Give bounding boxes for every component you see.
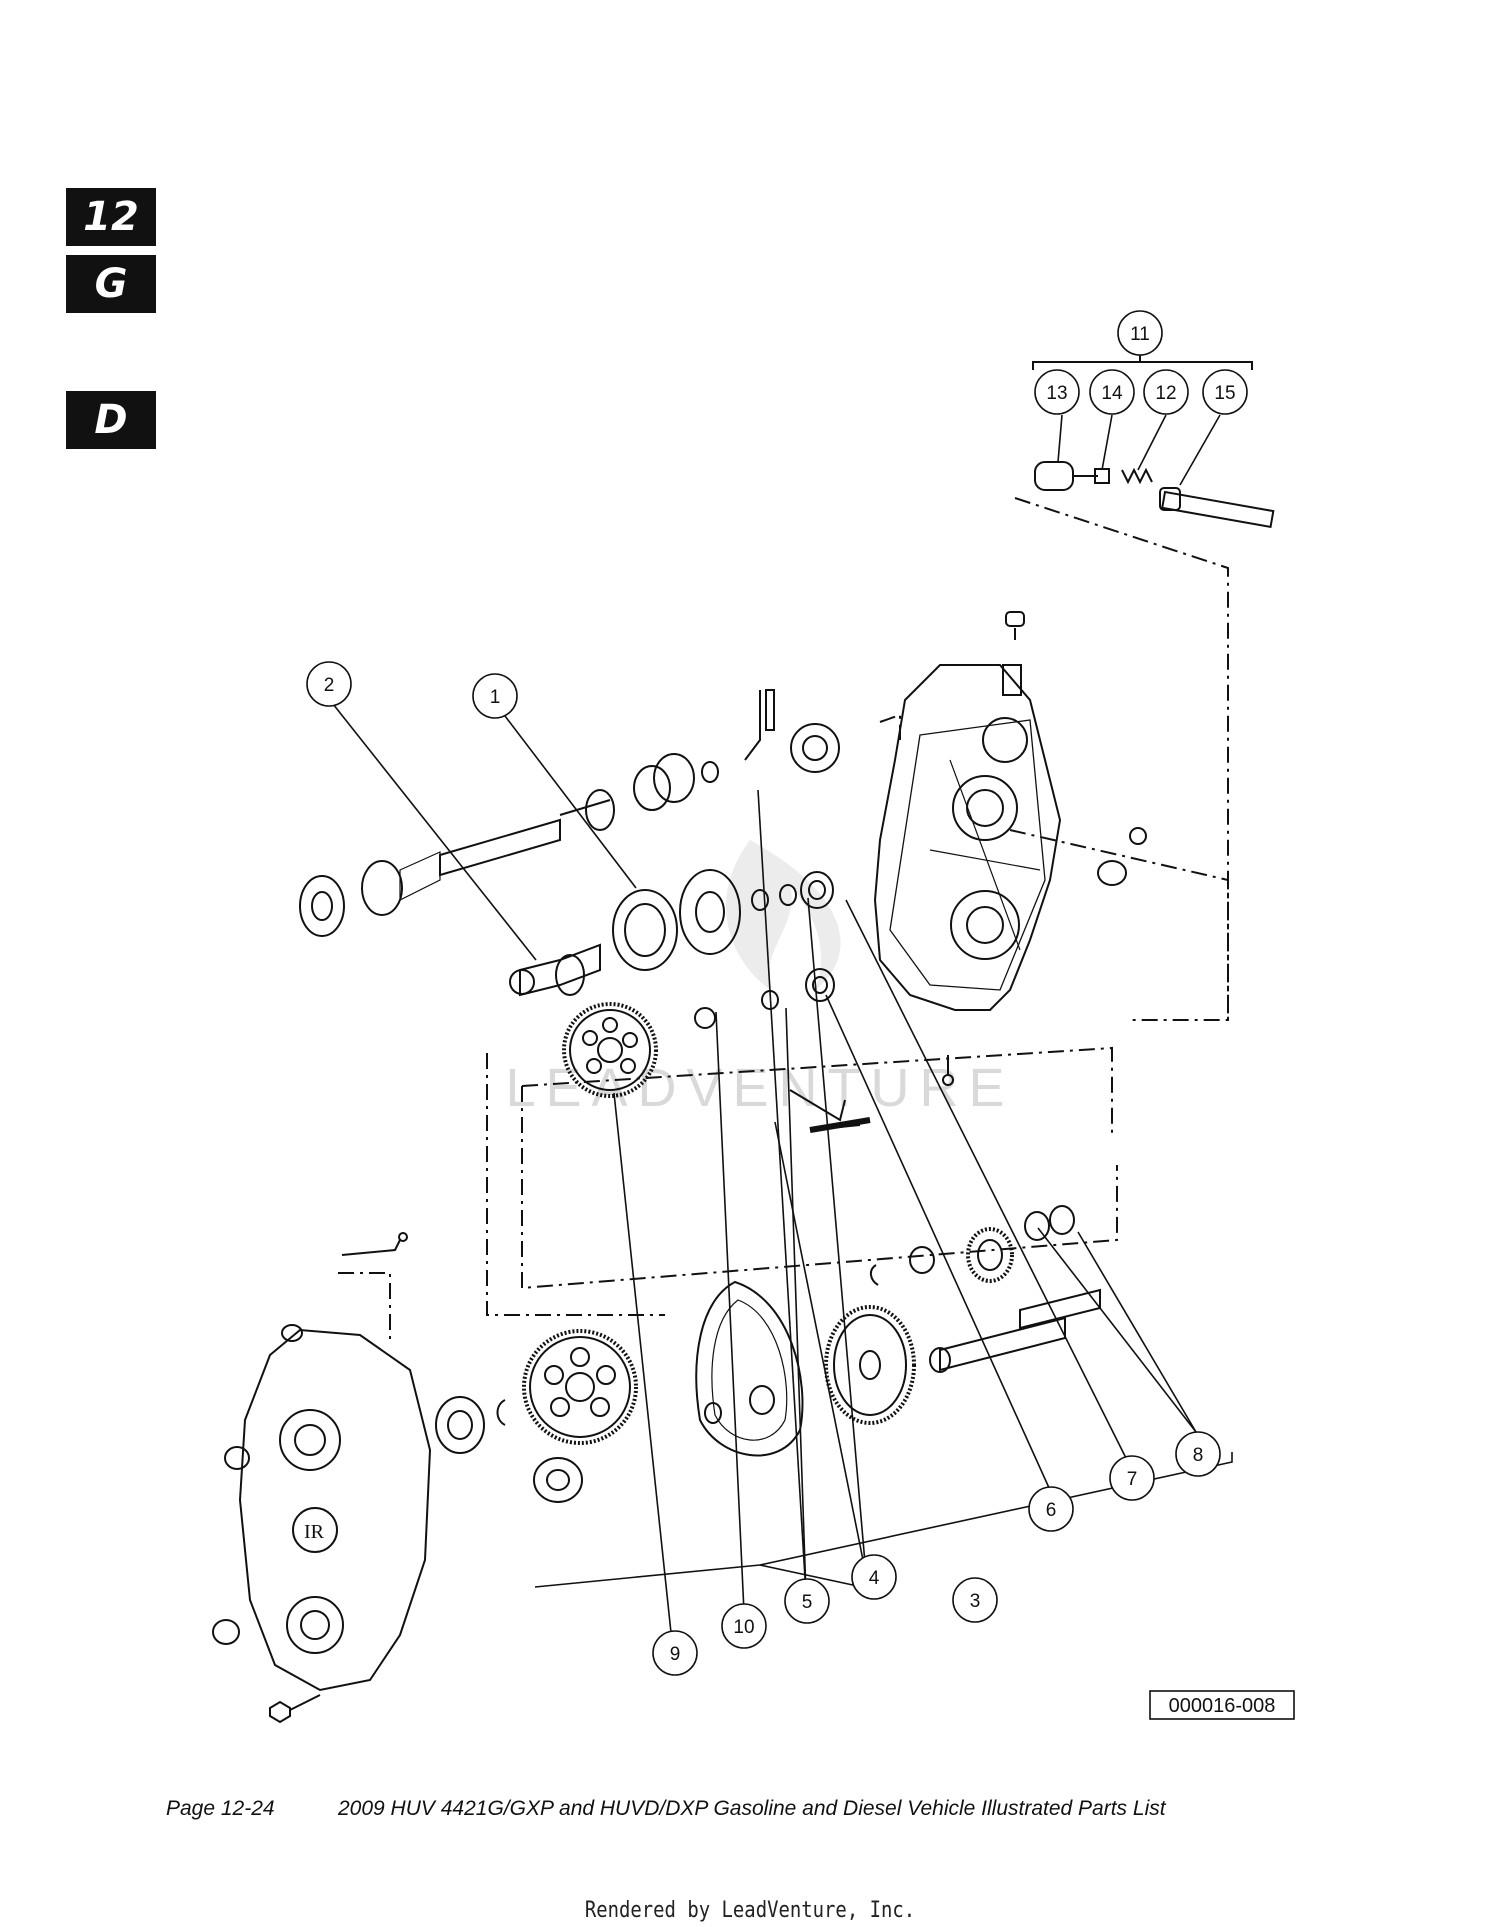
exploded-parts-diagram: LEADVENTURE: [212, 310, 1295, 1724]
page-number: Page 12-24: [166, 1797, 275, 1820]
callout-6: 6: [1028, 1486, 1074, 1532]
figure-id-box: 000016-008: [1149, 1690, 1295, 1720]
watermark: LEADVENTURE: [505, 840, 1014, 1118]
callout-2: 2: [306, 661, 352, 707]
lower-gear-train: [435, 1205, 1101, 1503]
svg-text:3: 3: [970, 1591, 981, 1612]
watermark-text: LEADVENTURE: [505, 1058, 1014, 1118]
callout-14: 14: [1089, 369, 1135, 415]
watermark-logo: [726, 840, 841, 990]
svg-text:15: 15: [1214, 383, 1235, 404]
callout-3: 3: [952, 1577, 998, 1623]
upper-gear-shaft: [299, 689, 840, 1029]
section-tab-g: G: [66, 255, 156, 313]
svg-text:2: 2: [324, 675, 335, 696]
rendered-by-note: Rendered by LeadVenture, Inc.: [584, 1898, 916, 1923]
svg-text:1: 1: [490, 687, 501, 708]
svg-text:4: 4: [869, 1568, 880, 1589]
sensor-assembly: [1034, 461, 1275, 529]
callout-11: 11: [1117, 310, 1163, 356]
section-tab-12: 12: [66, 188, 156, 246]
callout-12: 12: [1143, 369, 1189, 415]
callout-7: 7: [1109, 1455, 1155, 1501]
svg-text:IR: IR: [304, 1521, 325, 1543]
page-footer: Page 12-24 2009 HUV 4421G/GXP and HUVD/DX…: [166, 1797, 1166, 1821]
callout-1: 1: [472, 673, 518, 719]
callout-13: 13: [1034, 369, 1080, 415]
svg-text:8: 8: [1193, 1445, 1204, 1466]
gear-9-upper: [562, 1002, 658, 1098]
svg-text:5: 5: [802, 1592, 813, 1613]
dashed-alignment-lines: [338, 497, 1229, 1345]
callout-5: 5: [784, 1578, 830, 1624]
callout-15: 15: [1202, 369, 1248, 415]
svg-text:10: 10: [733, 1617, 754, 1638]
svg-text:9: 9: [670, 1644, 681, 1665]
callout-8: 8: [1175, 1431, 1221, 1477]
svg-text:13: 13: [1046, 383, 1067, 404]
svg-text:14: 14: [1101, 383, 1123, 404]
svg-text:6: 6: [1046, 1500, 1057, 1521]
leader-lines: [332, 414, 1233, 1643]
right-housing: [873, 611, 1147, 1086]
callout-4: 4: [851, 1554, 897, 1600]
figure-id: 000016-008: [1169, 1695, 1276, 1717]
document-title: 2009 HUV 4421G/GXP and HUVD/DXP Gasoline…: [338, 1797, 1166, 1820]
section-tab-d: D: [66, 391, 156, 449]
svg-text:11: 11: [1130, 324, 1150, 345]
svg-text:12: 12: [1155, 383, 1176, 404]
callouts: 1 2 3 4 5 6 7 8 9 10 11 12 13 14 15: [306, 310, 1248, 1676]
svg-text:7: 7: [1127, 1469, 1138, 1490]
callout-9: 9: [652, 1630, 698, 1676]
left-housing: IR: [212, 1232, 432, 1724]
callout-10: 10: [721, 1603, 767, 1649]
